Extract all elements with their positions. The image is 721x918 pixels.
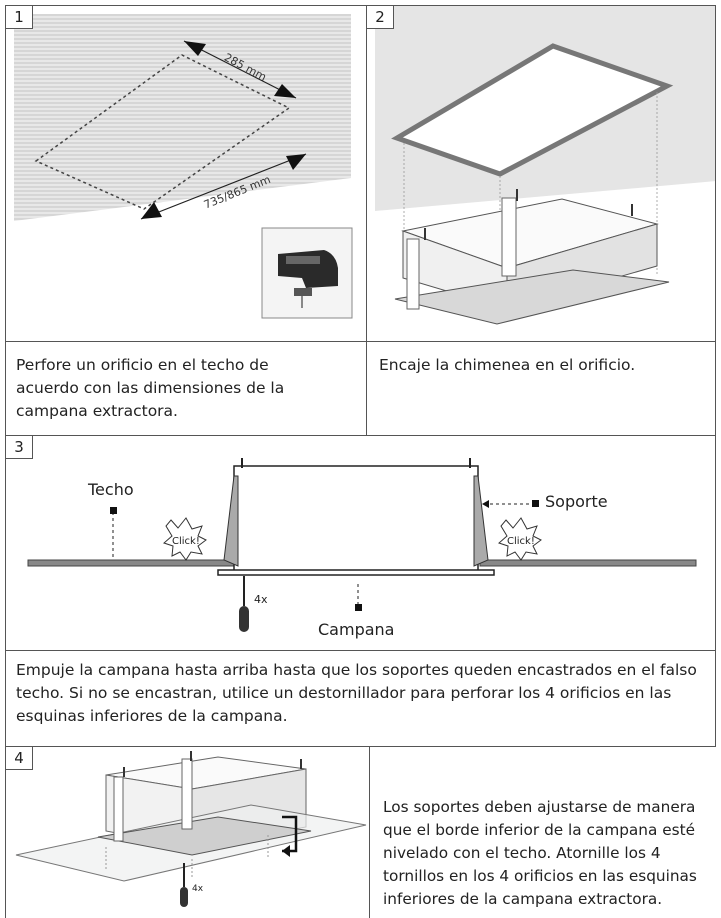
step-2-caption-cell: Encaje la chimenea en el orificio. bbox=[366, 341, 716, 436]
step-3-illustration: 3 Click! Click! 4x Techo Soporte Campana bbox=[5, 435, 716, 651]
click-right: Click! bbox=[507, 536, 535, 547]
screw-count: 4x bbox=[192, 884, 204, 894]
screwdriver-icon bbox=[180, 863, 188, 907]
step-2-illustration: 2 bbox=[366, 5, 716, 342]
screw-count: 4x bbox=[254, 593, 268, 606]
step-3-number: 3 bbox=[6, 436, 33, 459]
step-2-caption: Encaje la chimenea en el orificio. bbox=[379, 356, 636, 374]
screwdriver-icon bbox=[239, 576, 249, 632]
step-1-number: 1 bbox=[6, 6, 33, 29]
hood-leveling-diagram: 4x bbox=[15, 751, 367, 907]
step-4-number: 4 bbox=[6, 747, 33, 770]
step-4-caption: Los soportes deben ajustarse de manera q… bbox=[383, 798, 697, 908]
step-2-number: 2 bbox=[367, 6, 394, 29]
step-1-caption: Perfore un orificio en el techo de acuer… bbox=[16, 356, 285, 420]
label-ceiling: Techo bbox=[88, 480, 134, 499]
jigsaw-icon bbox=[278, 250, 338, 308]
click-left: Click! bbox=[172, 536, 200, 547]
step-1-caption-cell: Perfore un orificio en el techo de acuer… bbox=[5, 341, 367, 436]
label-support: Soporte bbox=[545, 492, 608, 511]
step-3-caption-cell: Empuje la campana hasta arriba hasta que… bbox=[5, 650, 716, 747]
label-hood: Campana bbox=[318, 620, 395, 639]
step-3-caption: Empuje la campana hasta arriba hasta que… bbox=[16, 661, 697, 725]
chimney-fitting-diagram bbox=[375, 6, 715, 325]
step-1-illustration: 1 285 mm 735/865 mm bbox=[5, 5, 367, 342]
ceiling-drilling-diagram: 285 mm 735/865 mm bbox=[14, 14, 353, 319]
step-4-illustration: 4 4x bbox=[5, 746, 370, 918]
hood-installation-diagram: Click! Click! 4x bbox=[27, 458, 697, 632]
